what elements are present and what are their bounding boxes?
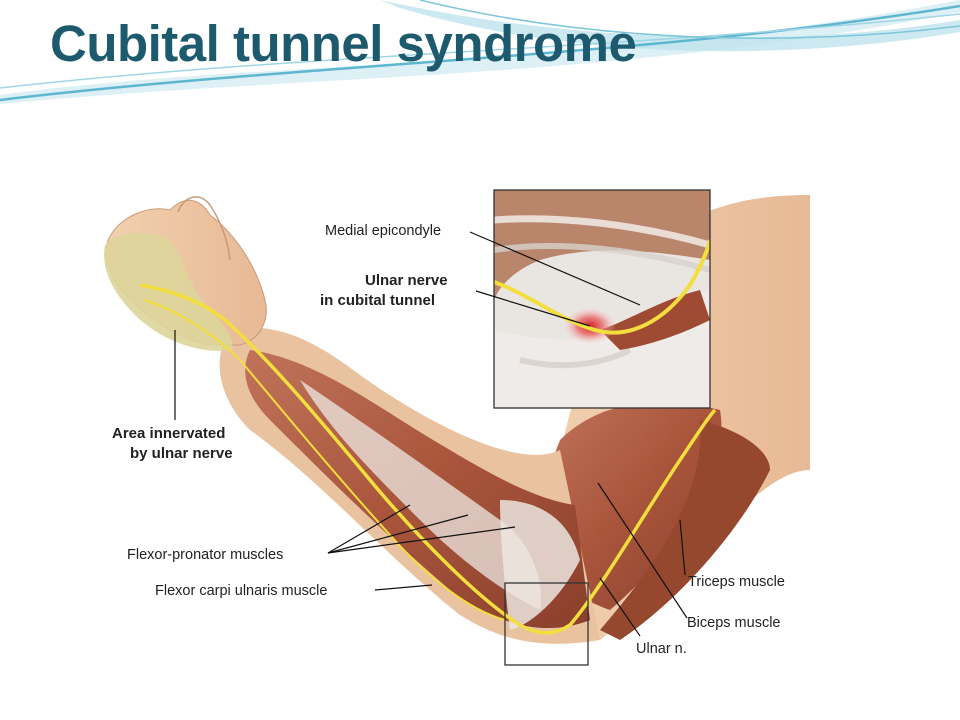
label-ulnar-n: Ulnar n.	[636, 641, 687, 657]
label-area-line2: by ulnar nerve	[130, 445, 233, 462]
label-ulnar-nerve-line1: Ulnar nerve	[365, 272, 448, 289]
label-flexor-carpi: Flexor carpi ulnaris muscle	[155, 583, 327, 599]
inset-cubital-tunnel	[494, 190, 710, 408]
label-area-line1: Area innervated	[112, 425, 225, 442]
label-triceps: Triceps muscle	[688, 574, 785, 590]
label-biceps: Biceps muscle	[687, 615, 780, 631]
label-ulnar-nerve-line2: in cubital tunnel	[320, 292, 435, 309]
label-medial-epicondyle: Medial epicondyle	[325, 223, 441, 239]
label-flexor-pronator: Flexor-pronator muscles	[127, 547, 283, 563]
